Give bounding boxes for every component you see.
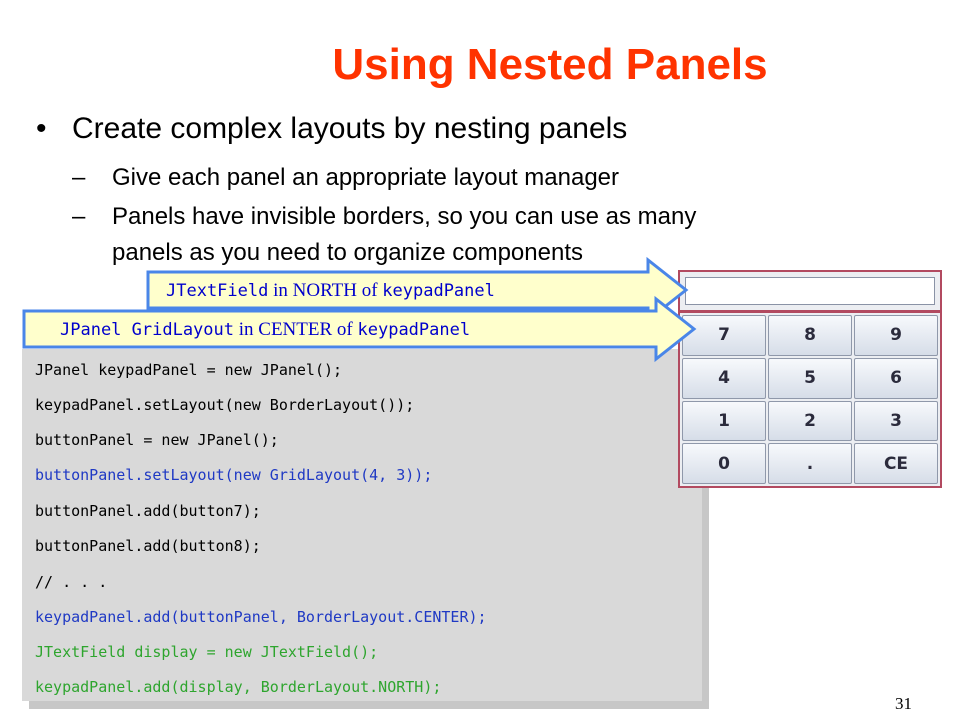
key-5-button[interactable]: 5: [768, 357, 852, 399]
key-7-button[interactable]: 7: [682, 315, 766, 356]
code-line: // . . .: [35, 573, 108, 591]
keypad-divider: [678, 310, 942, 313]
code-line: buttonPanel.add(button8);: [35, 537, 261, 555]
key-6-button[interactable]: 6: [854, 357, 938, 399]
key-1-button[interactable]: 1: [682, 400, 766, 442]
display-text-field[interactable]: [685, 277, 935, 305]
code-line: buttonPanel.setLayout(new GridLayout(4, …: [35, 466, 433, 484]
callout-code: JPanel GridLayout: [60, 320, 234, 340]
callout-arrow-shape: [22, 295, 697, 363]
callout-code: keypadPanel: [382, 281, 495, 301]
bullet-dot: •: [36, 112, 47, 145]
key-0-button[interactable]: 0: [682, 443, 766, 484]
sub-bullet-1-text: Give each panel an appropriate layout ma…: [112, 164, 619, 191]
slide-title: Using Nested Panels: [332, 40, 768, 89]
bullet-text: Create complex layouts by nesting panels: [72, 112, 628, 145]
key-8-button[interactable]: 8: [768, 315, 852, 356]
sub-bullet-2: –Panels have invisible borders, so you c…: [72, 199, 696, 271]
dash-marker: –: [72, 203, 86, 230]
callout-code: JTextField: [166, 281, 269, 301]
code-line: JPanel keypadPanel = new JPanel();: [35, 361, 343, 379]
code-line: keypadPanel.setLayout(new BorderLayout()…: [35, 396, 415, 414]
callout-north-text: JTextField in NORTH of keypadPanel: [148, 270, 495, 310]
code-line: keypadPanel.add(display, BorderLayout.NO…: [35, 678, 442, 696]
button-grid: 7 8 9 4 5 6 1 2 3 0 . CE: [680, 313, 940, 486]
sub-bullet-2-text-line2: panels as you need to organize component…: [112, 239, 583, 266]
key-clear-entry-button[interactable]: CE: [854, 443, 938, 484]
code-line: JTextField display = new JTextField();: [35, 643, 379, 661]
key-9-button[interactable]: 9: [854, 315, 938, 356]
code-line: buttonPanel = new JPanel();: [35, 431, 279, 449]
bullet-item: • Create complex layouts by nesting panel…: [36, 112, 627, 146]
callout-center-text: JPanel GridLayout in CENTER of keypadPan…: [24, 309, 470, 349]
dash-marker: –: [72, 164, 86, 191]
key-decimal-button[interactable]: .: [768, 443, 852, 484]
key-3-button[interactable]: 3: [854, 400, 938, 442]
key-4-button[interactable]: 4: [682, 357, 766, 399]
page-number: 31: [895, 694, 912, 713]
code-box: JPanel keypadPanel = new JPanel(); keypa…: [22, 349, 702, 701]
callout-code: keypadPanel: [357, 320, 471, 340]
callout-text: in NORTH of: [268, 280, 383, 301]
code-line: buttonPanel.add(button7);: [35, 502, 261, 520]
sub-bullet-1: –Give each panel an appropriate layout m…: [72, 160, 619, 196]
callout-text: in CENTER of: [234, 319, 358, 340]
key-2-button[interactable]: 2: [768, 400, 852, 442]
sub-bullet-2-text-line1: Panels have invisible borders, so you ca…: [112, 203, 697, 230]
code-line: keypadPanel.add(buttonPanel, BorderLayou…: [35, 608, 487, 626]
callout-arrow-shape: [146, 256, 689, 324]
